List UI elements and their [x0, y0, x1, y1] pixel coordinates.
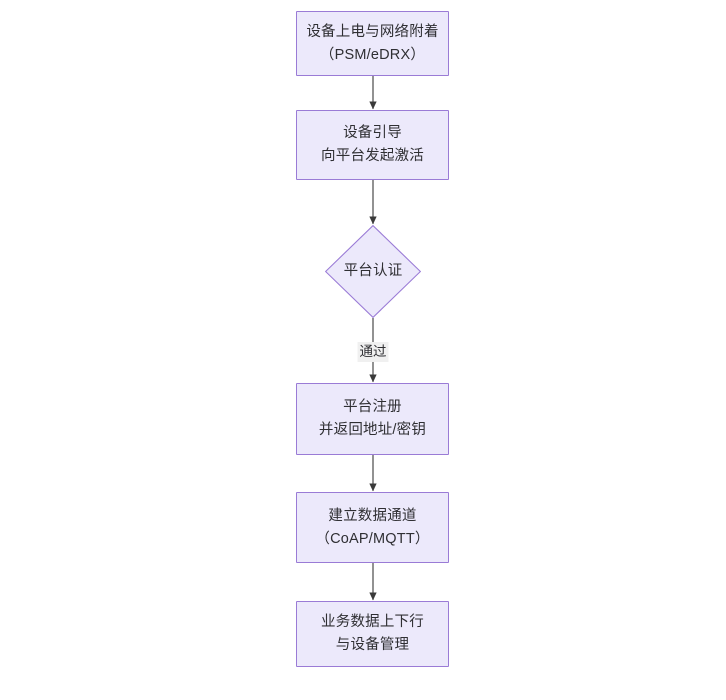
- node-data-channel[interactable]: 建立数据通道 （CoAP/MQTT）: [296, 492, 449, 563]
- node-label: 建立数据通道 （CoAP/MQTT）: [315, 507, 430, 547]
- edge-label-pass: 通过: [357, 342, 389, 362]
- node-label: 设备上电与网络附着 （PSM/eDRX）: [306, 23, 439, 63]
- node-platform-registration[interactable]: 平台注册 并返回地址/密钥: [296, 383, 449, 455]
- diamond-shape: [325, 225, 421, 318]
- node-label: 平台注册 并返回地址/密钥: [318, 399, 427, 438]
- node-label: 平台认证: [343, 263, 403, 279]
- node-platform-authentication[interactable]: 平台认证: [325, 225, 421, 318]
- node-device-power-on[interactable]: 设备上电与网络附着 （PSM/eDRX）: [296, 11, 449, 76]
- node-label: 业务数据上下行 与设备管理: [321, 614, 424, 653]
- node-device-bootstrap[interactable]: 设备引导 向平台发起激活: [296, 110, 449, 180]
- node-business-data[interactable]: 业务数据上下行 与设备管理: [296, 601, 449, 667]
- node-label: 设备引导 向平台发起激活: [321, 125, 424, 164]
